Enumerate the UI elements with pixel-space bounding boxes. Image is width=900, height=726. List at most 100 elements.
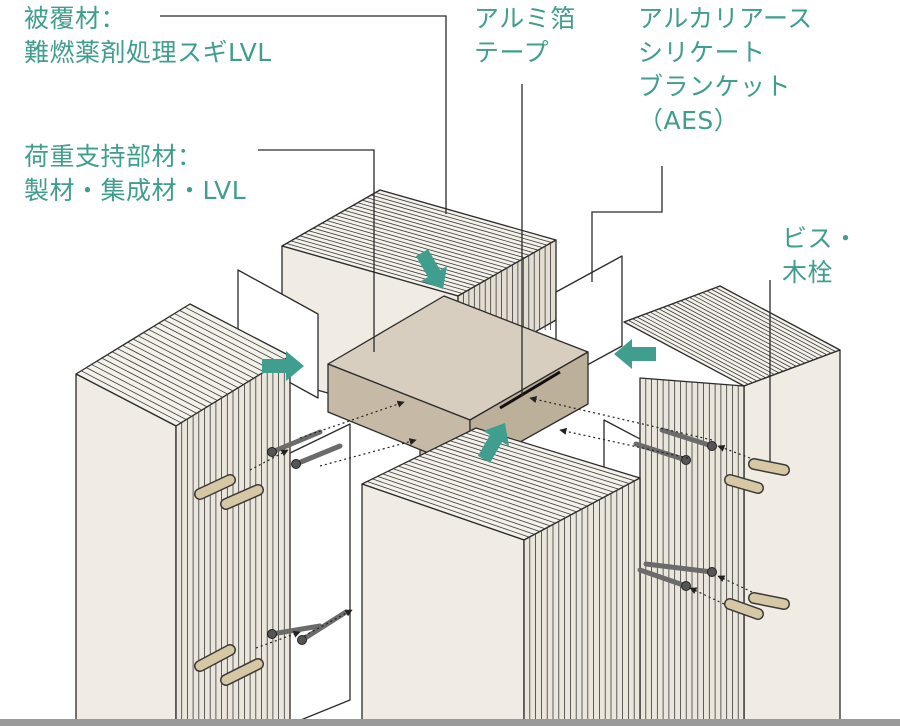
lamination-line [658,308,780,374]
screw-shank [293,443,343,467]
lamination-line [693,295,815,361]
lamination-line [132,338,234,392]
screw-left-lower-a [267,623,323,639]
lamination-line [313,227,490,279]
dowel-body [221,659,263,685]
lamination-line [439,445,604,499]
dowel-left-upper-b [220,484,264,510]
screw-shank [659,427,715,449]
lamination-line [418,455,583,510]
lamination-line [649,311,771,377]
dowel-right-upper-b [724,474,764,494]
lamination-line [676,302,797,367]
lamination-line [179,310,280,363]
lamination-line [96,360,197,414]
teal-arrow-shape [262,351,304,381]
lamination-line [348,207,525,259]
dowel-left-lower-a [194,644,236,672]
lamination-line [408,460,572,516]
dowel-right-lower-a [748,592,790,610]
lamination-line [455,437,620,490]
screw-head [267,629,277,639]
screw-shank [269,623,323,637]
lamination-line [330,217,508,269]
insertion-guide-left-1 [299,400,405,439]
lamination-line [366,197,543,249]
lamination-line [370,194,548,246]
leader-cover-material [160,15,447,214]
dowel-body [749,593,789,609]
lamination-line [317,225,494,277]
right-piece-front-face [743,349,841,726]
label-load-bearing-member: 荷重支持部材： 製材・集成材・LVL [24,142,247,205]
lamination-line [628,320,749,385]
aes-blanket-sheet-front-left [285,423,351,726]
lamination-line [684,298,806,364]
lamination-line [697,293,819,359]
lamination-line [184,306,286,360]
lamination-line [636,316,758,382]
lamination-line [80,370,182,424]
screw-shank [299,609,349,643]
screw-left-upper-a [267,429,323,457]
front-piece-front-face [361,483,525,726]
screw-shank [643,561,715,575]
lamination-line [382,473,546,530]
insertion-guide-right-1 [529,395,713,441]
lamination-line [715,287,836,352]
screw-left-upper-b [291,443,343,469]
screw-shank [269,429,323,455]
lamination-line [153,325,254,379]
screw-right-lower-a [643,561,717,577]
screw-head [707,441,717,451]
lamination-line [671,303,793,369]
ground-baseline [0,719,900,726]
leader-aes-blanket [591,166,663,282]
lamination-line [711,288,832,354]
teal-arrow-shape [614,339,656,369]
dowel-body [725,475,763,493]
lamination-line [641,315,762,380]
lamination-line [424,453,588,507]
lamination-line [127,341,229,395]
screw-right-upper-a [659,427,717,451]
dowel-body [725,599,763,619]
dowel-body [195,645,235,671]
assembly-arrow-right [614,339,656,369]
lamination-line [367,481,530,538]
lamination-line [689,297,810,362]
lamination-line [339,212,517,264]
lamination-line [392,468,556,524]
lamination-line [434,447,598,501]
lamination-line [667,305,788,370]
screw-right-lower-b [637,567,691,591]
lamination-line [387,470,551,527]
screw-head [297,635,307,645]
lamination-line [372,478,535,535]
lamination-line [353,204,530,256]
lamination-line [158,322,260,376]
lamination-line [645,313,767,379]
lamination-line [362,199,539,251]
front-piece-side-lamination [529,481,635,726]
label-screws-dowels: ビス・ 木栓 [782,224,859,287]
assembly-arrow-back [415,249,447,290]
lamination-line [143,332,244,385]
lamination-line [413,458,577,513]
screw-head [291,459,301,469]
screw-head [681,581,691,591]
left-piece-front-face [75,373,177,726]
screw-right-upper-b [633,441,691,465]
aluminum-foil-tape-strip [499,370,561,410]
lamination-line [663,306,784,372]
lamination-line [654,310,775,375]
lamination-line [163,319,265,373]
lamination-line [101,357,203,411]
lamination-line [429,450,593,504]
right-piece-top-lamination [628,287,836,385]
left-piece-side-lamination [181,359,285,726]
screw-shank [633,441,689,463]
lamination-line [632,318,753,384]
lamination-line [137,335,239,389]
